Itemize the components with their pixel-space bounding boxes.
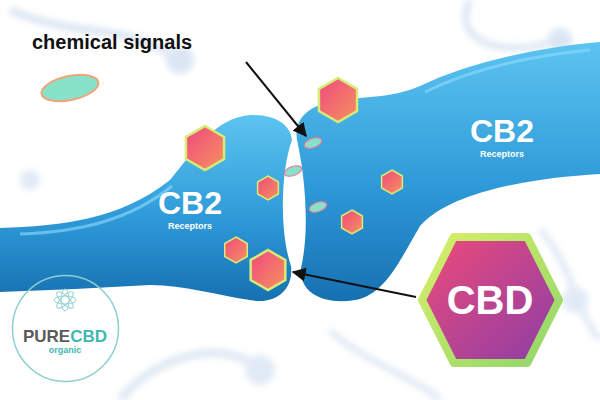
molecule-hexagon bbox=[225, 237, 248, 263]
node-title: CBD bbox=[447, 279, 534, 321]
signal-oval bbox=[303, 136, 323, 151]
background-neurons bbox=[10, 0, 600, 400]
background-neuron bbox=[120, 353, 260, 400]
logo-flower bbox=[54, 289, 76, 311]
leader-arrow bbox=[246, 62, 306, 136]
receptor-caption: Receptors bbox=[480, 150, 524, 160]
background-neuron bbox=[330, 330, 440, 400]
receptor-name: CB2 bbox=[470, 114, 534, 149]
molecule-hexagon bbox=[319, 78, 357, 122]
logo-petal bbox=[54, 289, 75, 310]
logo-text: PURE bbox=[23, 328, 70, 346]
logo-text: organic bbox=[49, 346, 82, 355]
background-cell bbox=[20, 170, 40, 190]
background-cell bbox=[245, 355, 275, 385]
leader-arrow bbox=[293, 272, 416, 297]
receptor-name: CB2 bbox=[158, 186, 222, 221]
molecule-hexagon bbox=[258, 176, 279, 200]
receptor-caption: Receptors bbox=[168, 222, 212, 232]
molecule-hexagon bbox=[251, 250, 286, 290]
molecule-hexagon bbox=[342, 210, 363, 234]
background-neuron bbox=[466, 0, 560, 48]
signal-oval-key bbox=[39, 70, 101, 106]
chemical-signal-ovals bbox=[283, 136, 328, 215]
hexagon-outline bbox=[422, 237, 559, 363]
signal-oval bbox=[308, 200, 328, 215]
membrane-highlight bbox=[20, 186, 172, 234]
circle-outline bbox=[12, 276, 118, 382]
callout-label: chemical signals bbox=[32, 31, 192, 53]
text-row: CBD bbox=[447, 279, 534, 321]
presynaptic-terminal bbox=[0, 115, 292, 301]
background-cell bbox=[562, 287, 588, 313]
receptor-molecules bbox=[186, 78, 402, 290]
text-row: organic bbox=[49, 346, 82, 355]
signal-oval bbox=[283, 164, 303, 179]
molecule-hexagon bbox=[186, 126, 224, 170]
logo-text: CBD bbox=[70, 328, 107, 346]
molecule-hexagon bbox=[382, 170, 403, 194]
logo-petal bbox=[54, 289, 75, 310]
text-row: PURECBD bbox=[23, 328, 107, 346]
membrane-highlight bbox=[425, 50, 590, 92]
cbd-hexagon: CBD bbox=[417, 232, 564, 368]
logo-badge: PURECBDorganic bbox=[11, 274, 120, 383]
